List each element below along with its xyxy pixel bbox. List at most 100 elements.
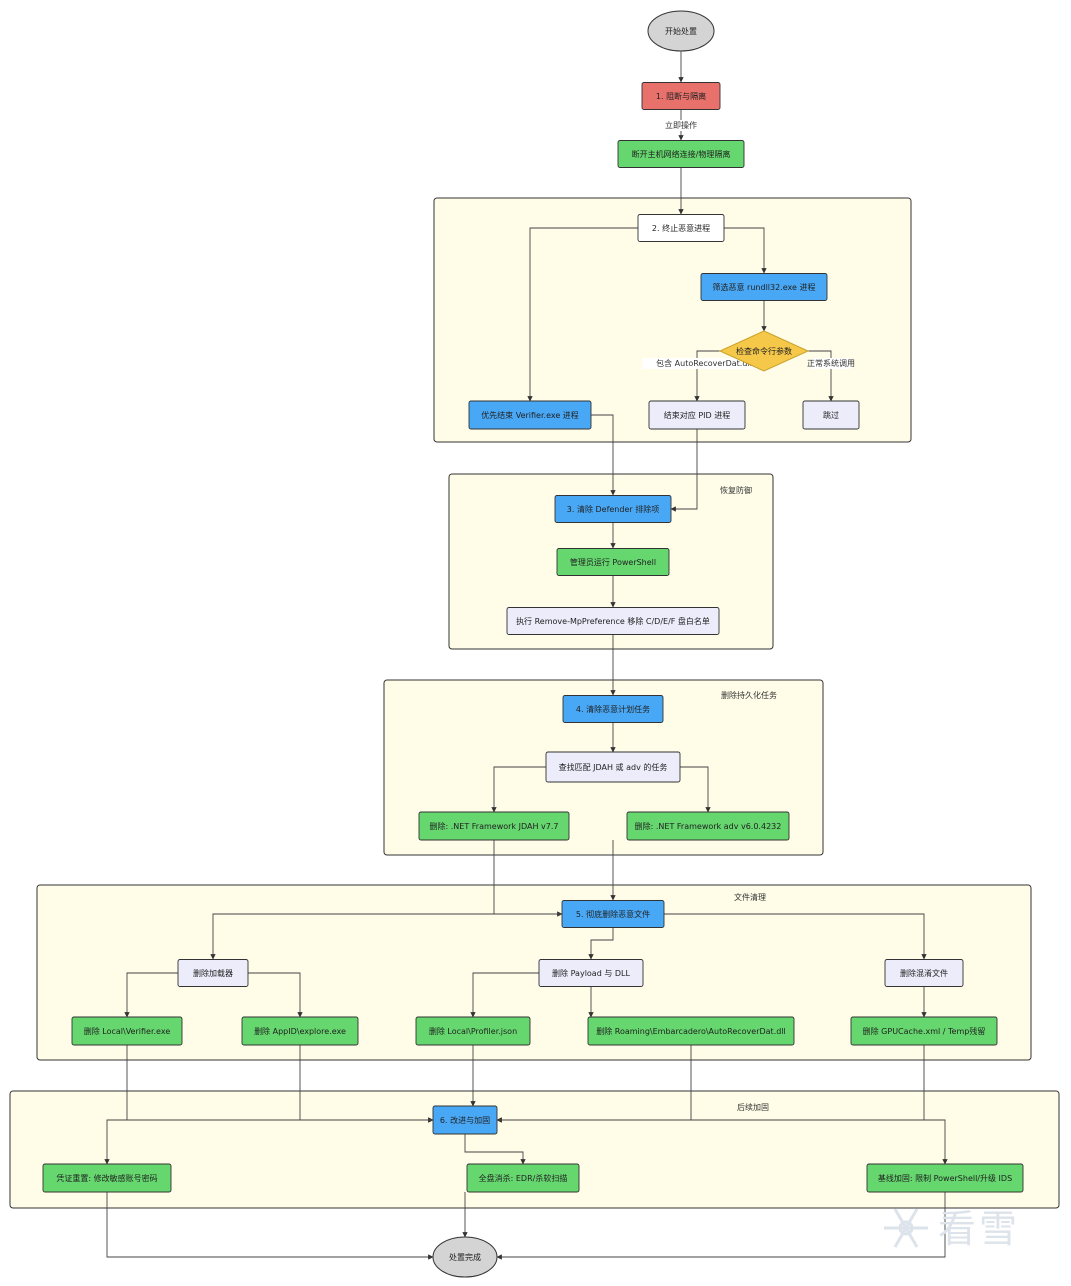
node-step2-shape bbox=[637, 214, 725, 242]
cluster-tasks-label: 删除持久化任务 bbox=[721, 690, 777, 700]
edge-33 bbox=[497, 1119, 948, 1165]
node-del_adv-shape bbox=[626, 811, 790, 841]
node-full_scan-label: 全盘消杀: EDR/杀软扫描 bbox=[479, 1173, 568, 1183]
node-admin_ps-label: 管理员运行 PowerShell bbox=[570, 557, 656, 567]
edge-22 bbox=[124, 972, 178, 1018]
node-del_gpucache: 删除 GPUCache.xml / Temp残留 bbox=[850, 1016, 998, 1046]
node-check_args-shape bbox=[718, 330, 810, 372]
edge-34 bbox=[464, 1134, 526, 1165]
node-kill_pid-shape bbox=[648, 400, 746, 430]
node-del_obf: 删除混淆文件 bbox=[884, 959, 964, 987]
node-find_tasks: 查找匹配 JDAH 或 adv 的任务 bbox=[545, 751, 681, 783]
node-step4-label: 4. 清除恶意计划任务 bbox=[576, 704, 650, 714]
edge-label-bg-immediate bbox=[666, 120, 696, 131]
node-full_scan-shape bbox=[466, 1163, 580, 1193]
node-baseline: 基线加固: 限制 PowerShell/升级 IDS bbox=[866, 1163, 1024, 1193]
edge-23 bbox=[248, 972, 303, 1018]
node-del_jdah-label: 删除: .NET Framework JDAH v7.7 bbox=[430, 821, 559, 831]
node-del_autorecover: 删除 Roaming\Embarcadero\AutoRecoverDat.dl… bbox=[587, 1016, 795, 1046]
node-skip-shape bbox=[802, 400, 860, 430]
node-step1-shape bbox=[641, 82, 721, 110]
snowflake-icon bbox=[884, 1208, 928, 1248]
node-filter_rundll: 筛选恶意 rundll32.exe 进程 bbox=[700, 273, 828, 301]
node-full_scan: 全盘消杀: EDR/杀软扫描 bbox=[466, 1163, 580, 1193]
node-step6-shape bbox=[432, 1105, 498, 1135]
node-del_jdah: 删除: .NET Framework JDAH v7.7 bbox=[418, 811, 570, 841]
node-start-shape bbox=[647, 10, 715, 52]
edge-35 bbox=[106, 1192, 434, 1260]
node-step4: 4. 清除恶意计划任务 bbox=[562, 695, 664, 723]
node-done-label: 处置完成 bbox=[449, 1252, 481, 1262]
node-step6: 6. 改进与加固 bbox=[432, 1105, 498, 1135]
edge-label-normal_call: 正常系统调用 bbox=[807, 358, 855, 368]
edge-4 bbox=[724, 227, 767, 274]
edge-8 bbox=[808, 350, 834, 402]
node-done: 处置完成 bbox=[432, 1236, 498, 1278]
edge-32 bbox=[104, 1119, 433, 1165]
cluster-files bbox=[36, 884, 1032, 1061]
node-reset_creds-shape bbox=[42, 1163, 172, 1193]
cluster-files-label: 文件清理 bbox=[734, 892, 766, 902]
edge-24 bbox=[470, 972, 539, 1018]
node-admin_ps-shape bbox=[556, 548, 670, 576]
node-step1-label: 1. 阻断与隔离 bbox=[656, 91, 706, 101]
node-check_args: 检查命令行参数 bbox=[718, 330, 810, 372]
node-step6-label: 6. 改进与加固 bbox=[440, 1115, 490, 1125]
cluster-kill bbox=[433, 197, 912, 443]
node-reset_creds-label: 凭证重置: 修改敏感账号密码 bbox=[56, 1173, 157, 1183]
edge-21 bbox=[664, 913, 927, 960]
node-kill_pid: 结束对应 PID 进程 bbox=[648, 400, 746, 430]
edge-37 bbox=[496, 1192, 946, 1260]
edge-20 bbox=[588, 928, 614, 960]
node-del_gpucache-label: 删除 GPUCache.xml / Temp残留 bbox=[863, 1026, 986, 1036]
node-disconnect: 断开主机网络连接/物理隔离 bbox=[617, 140, 745, 168]
edge-label-immediate: 立即操作 bbox=[665, 120, 697, 130]
edge-15 bbox=[491, 766, 546, 813]
node-filter_rundll-label: 筛选恶意 rundll32.exe 进程 bbox=[713, 282, 816, 292]
node-del_autorecover-label: 删除 Roaming\Embarcadero\AutoRecoverDat.dl… bbox=[596, 1026, 786, 1036]
node-admin_ps: 管理员运行 PowerShell bbox=[556, 548, 670, 576]
edge-label-bg-contains bbox=[642, 358, 766, 369]
node-del_obf-label: 删除混淆文件 bbox=[900, 968, 948, 978]
edge-6 bbox=[527, 227, 638, 402]
node-step3-label: 3. 清除 Defender 排除项 bbox=[567, 504, 659, 514]
watermark: 看雪 bbox=[884, 1207, 1020, 1251]
node-disconnect-shape bbox=[617, 140, 745, 168]
node-del_autorecover-shape bbox=[587, 1016, 795, 1046]
node-kill_verifier-label: 优先结束 Verifier.exe 进程 bbox=[481, 410, 579, 420]
cluster-harden-label: 后续加固 bbox=[737, 1102, 769, 1112]
node-del_profiler-shape bbox=[415, 1016, 531, 1046]
node-del_obf-shape bbox=[884, 959, 964, 987]
node-find_tasks-shape bbox=[545, 751, 681, 783]
node-start: 开始处置 bbox=[647, 10, 715, 52]
node-start-label: 开始处置 bbox=[665, 26, 697, 36]
edge-9 bbox=[591, 414, 616, 496]
node-del_profiler: 删除 Local\Profiler.json bbox=[415, 1016, 531, 1046]
node-step2: 2. 终止恶意进程 bbox=[637, 214, 725, 242]
node-done-shape bbox=[432, 1236, 498, 1278]
node-del_explore-shape bbox=[241, 1016, 359, 1046]
node-disconnect-label: 断开主机网络连接/物理隔离 bbox=[632, 149, 731, 159]
node-step3: 3. 清除 Defender 排除项 bbox=[554, 495, 672, 523]
node-del_payload-shape bbox=[538, 959, 644, 987]
node-filter_rundll-shape bbox=[700, 273, 828, 301]
node-del_loader-shape bbox=[177, 959, 249, 987]
node-del_jdah-shape bbox=[418, 811, 570, 841]
cluster-defender-label: 恢复防御 bbox=[720, 485, 752, 495]
node-step3-shape bbox=[554, 495, 672, 523]
node-step5-label: 5. 彻底删除恶意文件 bbox=[576, 909, 650, 919]
watermark-text: 看雪 bbox=[938, 1207, 1020, 1251]
node-step5: 5. 彻底删除恶意文件 bbox=[561, 900, 665, 928]
edge-label-contains: 包含 AutoRecoverDat.dll bbox=[656, 358, 752, 368]
node-step1: 1. 阻断与隔离 bbox=[641, 82, 721, 110]
node-del_verifier_exe: 删除 Local\Verifier.exe bbox=[71, 1016, 183, 1046]
node-kill_verifier-shape bbox=[468, 400, 592, 430]
node-del_profiler-label: 删除 Local\Profiler.json bbox=[429, 1026, 517, 1036]
node-del_payload-label: 删除 Payload 与 DLL bbox=[552, 968, 630, 978]
node-baseline-label: 基线加固: 限制 PowerShell/升级 IDS bbox=[878, 1173, 1012, 1183]
node-del_adv: 删除: .NET Framework adv v6.0.4232 bbox=[626, 811, 790, 841]
node-del_explore: 删除 AppID\explore.exe bbox=[241, 1016, 359, 1046]
